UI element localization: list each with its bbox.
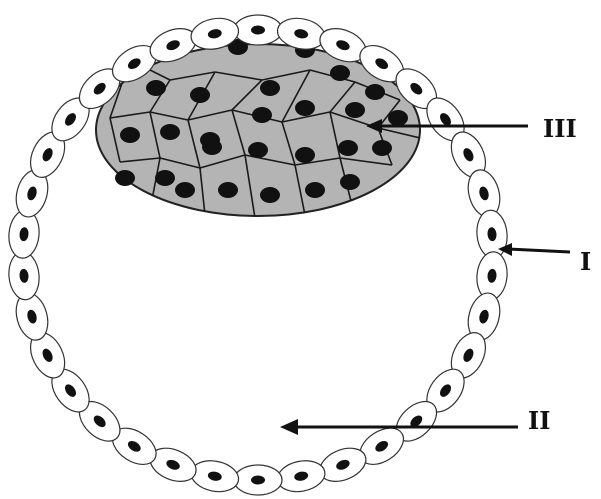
trophoblast-cell [234,465,282,495]
inner-cell-nucleus [295,100,315,116]
label-i: I [580,247,591,276]
inner-cell-nucleus [218,182,238,198]
trophoblast-cell [188,457,241,496]
inner-cell-nucleus [248,142,268,158]
inner-cell-nucleus [202,139,222,155]
inner-cell-nucleus [120,127,140,143]
inner-cell-nucleus [295,147,315,163]
inner-cell-nucleus [345,102,365,118]
inner-cell-nucleus [115,170,135,186]
arrow-i [498,243,570,256]
inner-cell-nucleus [146,80,166,96]
label-iii: III [543,114,577,143]
inner-cell-nucleus [388,110,408,126]
inner-cell-nucleus [372,140,392,156]
inner-cell-nucleus [252,107,272,123]
label-ii: II [528,406,550,435]
inner-cell-nucleus [365,84,385,100]
inner-cell-nucleus [305,182,325,198]
inner-cell-nucleus [260,187,280,203]
trophoblast-cell [275,457,328,496]
inner-cell-nucleus [175,182,195,198]
trophoblast-cell [234,15,282,45]
inner-cell-nucleus [160,124,180,140]
inner-cell-nucleus [190,87,210,103]
inner-cell-nucleus [330,65,350,81]
inner-cell-nucleus [155,170,175,186]
inner-cell-nucleus [340,174,360,190]
inner-cell-nucleus [338,140,358,156]
inner-cell-nucleus [260,80,280,96]
